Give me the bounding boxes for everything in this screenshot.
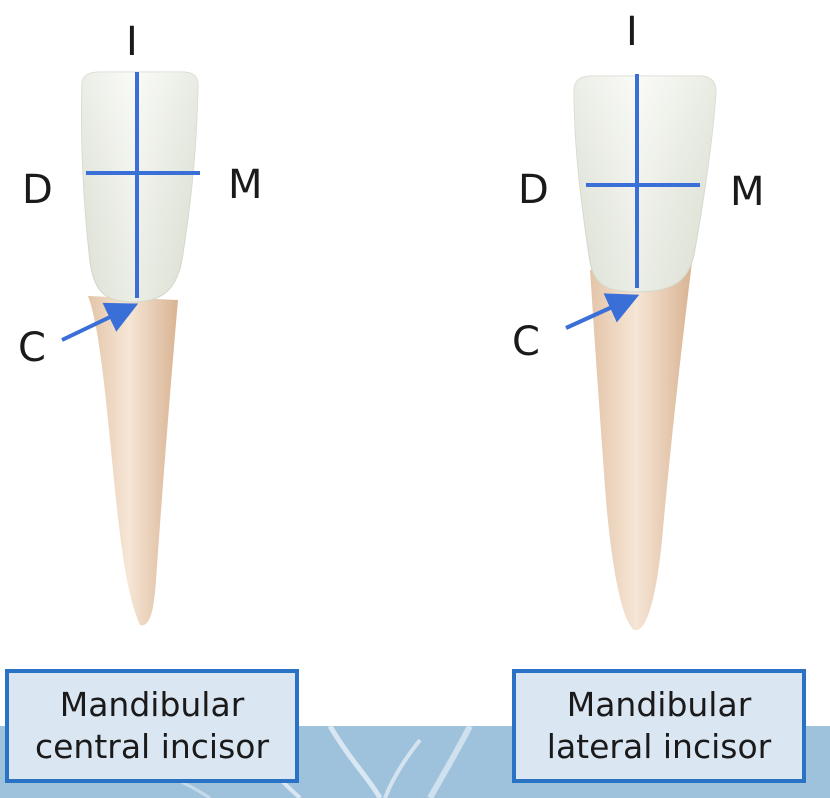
cervical-label-central: C: [18, 325, 46, 371]
tooth-central-incisor: [80, 71, 199, 626]
root-central: [88, 296, 178, 626]
cervical-arrow-lateral: [565, 293, 640, 330]
caption-central-incisor: Mandibular central incisor: [5, 669, 299, 783]
mesial-label-lateral: M: [730, 169, 765, 215]
cervical-arrow-central: [61, 302, 139, 342]
root-lateral: [590, 262, 692, 631]
caption-central-line1: Mandibular: [59, 684, 245, 724]
caption-lateral-line2: lateral incisor: [546, 727, 772, 766]
distal-label-central: D: [22, 167, 53, 213]
caption-lateral-incisor: Mandibular lateral incisor: [512, 669, 806, 783]
caption-lateral-line1: Mandibular: [566, 684, 752, 724]
axes-lateral: [565, 74, 700, 330]
tooth-lateral-incisor: [573, 75, 717, 631]
incisal-label-central: I: [126, 19, 138, 65]
axes-central: [61, 72, 200, 342]
mesial-label-central: M: [228, 162, 263, 208]
incisal-label-lateral: I: [626, 9, 638, 55]
caption-central-line2: central incisor: [34, 727, 270, 766]
distal-label-lateral: D: [518, 167, 549, 213]
cervical-label-lateral: C: [512, 319, 540, 365]
